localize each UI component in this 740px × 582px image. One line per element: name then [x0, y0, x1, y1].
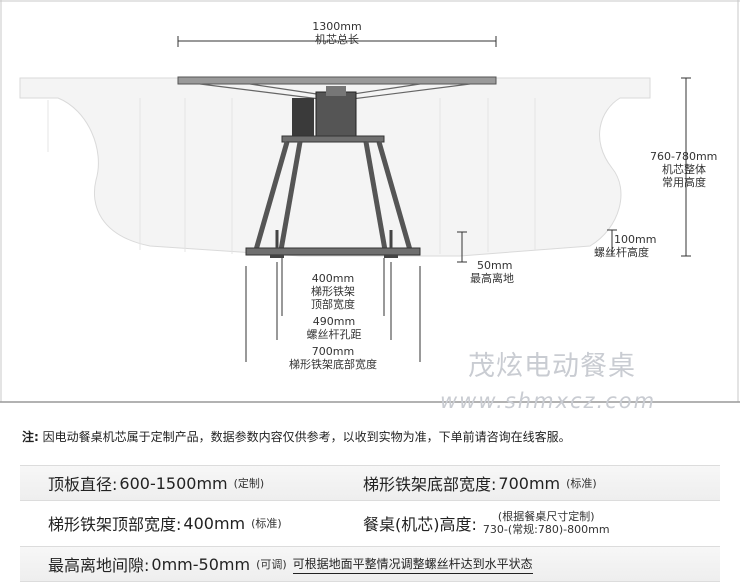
table-silhouette: [19, 77, 651, 257]
dim-100-label: 螺丝杆高度: [594, 246, 649, 259]
gear-box: [315, 91, 357, 137]
dim-50-value: 50mm: [477, 259, 513, 272]
motor-block: [292, 98, 314, 136]
dim-490-value: 490mm: [312, 315, 356, 328]
note-text: 因电动餐桌机芯属于定制产品，数据参数内容仅供参考，以收到实物为准，下单前请咨询在…: [38, 430, 571, 444]
dim-490-label: 螺丝杆孔距: [306, 328, 362, 341]
spec-row-3: 最高离地间隙: 0mm-50mm (可调) 可根据地面平整情况调整螺丝杆达到水平…: [20, 546, 720, 582]
dim-1300-lines: [177, 36, 497, 47]
screw-rods: [275, 230, 393, 248]
dim-700-value: 700mm: [311, 345, 355, 358]
spec-top-width: 梯形铁架顶部宽度: 400mm (标准): [48, 506, 282, 540]
dim-height-label-1: 机芯整体: [662, 163, 706, 176]
height-label: 餐桌(机芯)高度:: [363, 515, 477, 534]
spec-row-1: 顶板直径: 600-1500mm (定制) 梯形铁架底部宽度: 700mm (标…: [20, 465, 720, 501]
bottom-width-label: 梯形铁架底部宽度:: [363, 475, 497, 494]
table-mechanism-diagram: 1300mm 机芯总长 760-780mm 机芯整体 常用高度 100mm 螺丝…: [0, 0, 740, 413]
dim-700-label: 梯形铁架底部宽度: [289, 358, 377, 371]
frame-bottom-bar: [245, 247, 421, 256]
dim-100-lines: [607, 229, 617, 256]
top-diameter-value: 600-1500mm: [119, 473, 228, 493]
top-diameter-label: 顶板直径:: [48, 475, 118, 494]
dim-490-lines: [276, 262, 392, 340]
dim-height-lines: [681, 77, 691, 257]
dim-50-label: 最高离地: [470, 272, 514, 285]
dim-400-value: 400mm: [311, 272, 355, 285]
bottom-width-note: (标准): [566, 477, 597, 490]
clearance-extra: 可根据地面平整情况调整螺丝杆达到水平状态: [292, 555, 533, 574]
dim-1300-label: 机芯总长: [315, 33, 359, 46]
watermark-url: www.shmxcz.com: [440, 389, 657, 413]
height-note: (根据餐桌尺寸定制) 730-(常规:780)-800mm: [483, 510, 610, 536]
disclaimer-note: 注: 因电动餐桌机芯属于定制产品，数据参数内容仅供参考，以收到实物为准，下单前请…: [22, 428, 571, 445]
top-width-value: 400mm: [183, 513, 246, 533]
clearance-label: 最高离地间隙:: [48, 556, 150, 575]
dim-height-label-2: 常用高度: [662, 176, 706, 189]
frame-top-bar: [281, 135, 385, 143]
spec-clearance: 最高离地间隙: 0mm-50mm (可调) 可根据地面平整情况调整螺丝杆达到水平…: [48, 547, 533, 581]
top-width-note: (标准): [251, 517, 282, 530]
dim-100-value: 100mm: [614, 233, 657, 246]
clearance-value: 0mm-50mm: [151, 554, 251, 574]
dim-1300-value: 1300mm: [312, 20, 362, 33]
spec-bottom-width: 梯形铁架底部宽度: 700mm (标准): [363, 466, 597, 500]
top-plate: [177, 76, 497, 85]
watermark-brand: 茂炫电动餐桌: [468, 351, 636, 382]
dim-height-value: 760-780mm: [650, 150, 718, 163]
top-diameter-note: (定制): [233, 477, 265, 490]
bottom-width-value: 700mm: [498, 473, 561, 493]
note-prefix: 注:: [22, 430, 39, 444]
spec-height: 餐桌(机芯)高度: (根据餐桌尺寸定制) 730-(常规:780)-800mm: [363, 506, 610, 540]
dim-400-lines: [281, 258, 385, 316]
frame-legs: [253, 141, 413, 251]
dim-50-lines: [457, 231, 467, 263]
dim-700-lines: [245, 266, 421, 362]
dim-400-label-2: 顶部宽度: [311, 298, 355, 311]
dim-400-label-1: 梯形铁架: [311, 285, 355, 298]
spec-top-diameter: 顶板直径: 600-1500mm (定制): [48, 466, 264, 500]
spec-row-2: 梯形铁架顶部宽度: 400mm (标准) 餐桌(机芯)高度: (根据餐桌尺寸定制…: [20, 506, 720, 540]
top-width-label: 梯形铁架顶部宽度:: [48, 515, 182, 534]
table-panel-lines: [47, 98, 536, 254]
clearance-note: (可调): [256, 558, 287, 571]
screw-feet: [270, 255, 398, 258]
shaft-top: [326, 86, 346, 96]
diagram-drawing: [0, 0, 740, 403]
height-note-1: (根据餐桌尺寸定制): [497, 510, 595, 523]
height-note-2: 730-(常规:780)-800mm: [482, 523, 610, 536]
